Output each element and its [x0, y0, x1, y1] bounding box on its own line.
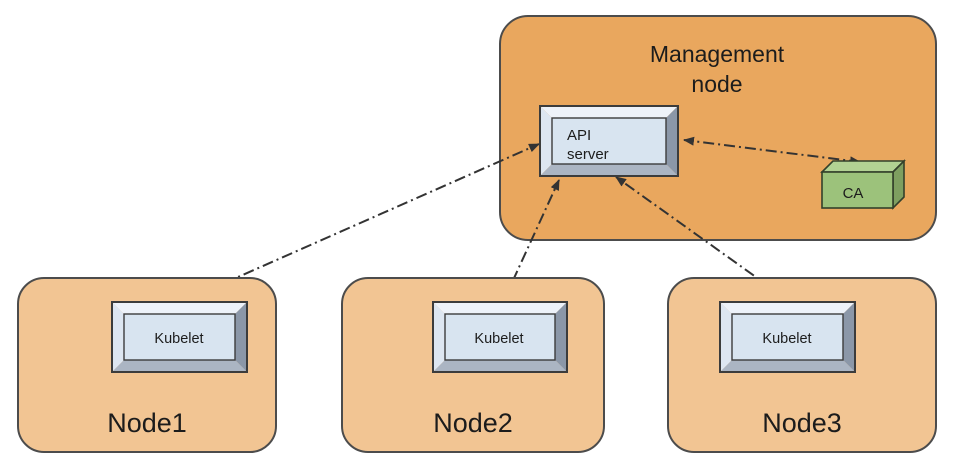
- kubelet1-frame: [111, 301, 248, 373]
- api-server-frame: [539, 105, 679, 177]
- kubelet2-face: [444, 313, 556, 361]
- kubelet2-frame: [432, 301, 568, 373]
- kubelet2-box: Kubelet: [432, 301, 568, 373]
- kubelet2-label: Kubelet: [474, 331, 523, 347]
- kubelet3-bevel-left: [720, 302, 732, 372]
- kubelet3-face: [731, 313, 844, 361]
- api-server-bevel-top: [540, 106, 678, 118]
- kubelet2-bevel-top: [433, 302, 567, 314]
- node2-label: Node2: [433, 408, 513, 438]
- api-server-bevel-right: [666, 106, 678, 176]
- kubelet3-label: Kubelet: [762, 331, 811, 347]
- api-server-bevel-left: [540, 106, 552, 176]
- kubelet1-box: Kubelet: [111, 301, 248, 373]
- worker-node-1: Kubelet Node1: [17, 277, 277, 453]
- management-node-label-line1: Management: [650, 41, 785, 67]
- connector-api-server-kubelet3: [615, 176, 789, 301]
- ca-label: CA: [843, 185, 864, 202]
- kubelet1-bevel-right: [235, 302, 247, 372]
- api-server-label-line2: server: [567, 146, 609, 163]
- kubelet1-bevel-bottom: [112, 360, 247, 372]
- node3-label: Node3: [762, 408, 842, 438]
- kubelet3-box: Kubelet: [719, 301, 856, 373]
- connector-api-server-ca: [683, 136, 861, 166]
- worker-node-2: Kubelet Node2: [341, 277, 605, 453]
- connector-api-server-kubelet1: [185, 143, 540, 301]
- api-server-face: [551, 117, 667, 165]
- kubelet1-face: [123, 313, 236, 361]
- kubelet3-bevel-bottom: [720, 360, 855, 372]
- kubelet1-label: Kubelet: [154, 331, 203, 347]
- ca-box: CA: [820, 159, 906, 210]
- kubelet2-bevel-right: [555, 302, 567, 372]
- kubelet3-frame: [719, 301, 856, 373]
- kubelet1-bevel-top: [112, 302, 247, 314]
- ca-box-front-face: [821, 171, 894, 209]
- kubelet3-bevel-right: [843, 302, 855, 372]
- kubelet2-bevel-bottom: [433, 360, 567, 372]
- api-server-box: API server: [539, 105, 679, 177]
- management-node-label-line2: node: [691, 71, 742, 97]
- kubelet3-bevel-top: [720, 302, 855, 314]
- kubelet1-bevel-left: [112, 302, 124, 372]
- worker-node-3: Kubelet Node3: [667, 277, 937, 453]
- node1-label: Node1: [107, 408, 187, 438]
- kubelet2-bevel-left: [433, 302, 445, 372]
- ca-box-top-face: [820, 160, 906, 173]
- api-server-label-line1: API: [567, 127, 591, 144]
- api-server-bevel-bottom: [540, 164, 678, 176]
